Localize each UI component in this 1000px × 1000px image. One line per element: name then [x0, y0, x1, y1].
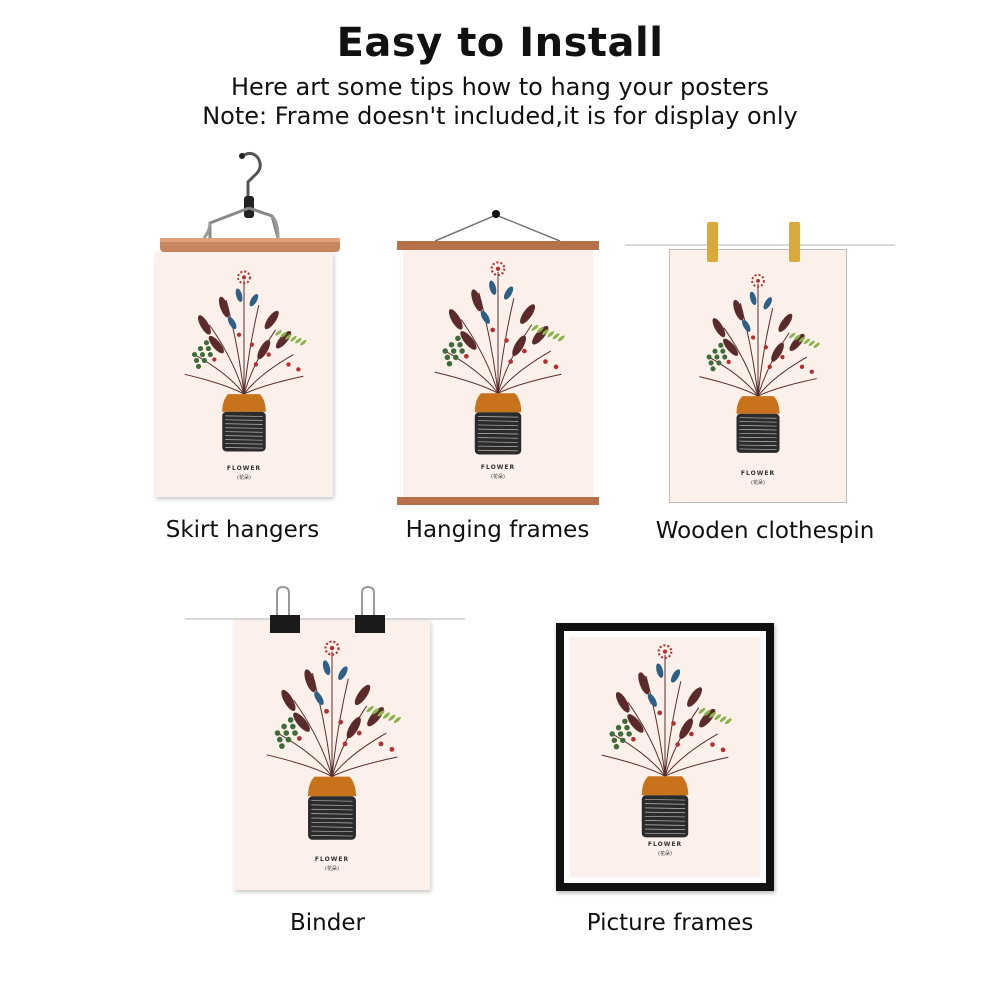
caption-picture-frames: Picture frames: [586, 910, 754, 936]
poster-subtitle: (花朵): [325, 866, 339, 872]
poster-subtitle: (花朵): [751, 480, 765, 486]
binder-clip-icon: [355, 585, 385, 633]
caption-hanging-frames: Hanging frames: [405, 517, 590, 543]
poster-title: FLOWER: [740, 470, 776, 477]
subtitle-tips: Here art some tips how to hang your post…: [231, 73, 769, 101]
poster-title: FLOWER: [647, 841, 683, 848]
flower-vase-icon: [699, 273, 820, 453]
poster-binder: FLOWER (花朵): [234, 620, 430, 890]
caption-binder: Binder: [290, 910, 365, 936]
string-line: [625, 244, 895, 246]
caption-wooden-clothespin: Wooden clothespin: [655, 518, 875, 544]
poster-skirt-hanger: FLOWER (花朵): [155, 252, 333, 497]
poster-clothespin: FLOWER (花朵): [670, 250, 846, 502]
wooden-bottom-bar: [397, 497, 599, 505]
page-title: Easy to Install: [336, 20, 664, 66]
wooden-top-bar: [397, 241, 599, 250]
skirt-hanger-icon: [160, 151, 340, 252]
clothespin-icon: [789, 222, 800, 262]
clothespin-icon: [707, 222, 718, 262]
poster-title: FLOWER: [480, 464, 516, 471]
poster-subtitle: (花朵): [237, 475, 251, 481]
caption-skirt-hangers: Skirt hangers: [165, 517, 320, 543]
binder-clip-icon: [270, 585, 300, 633]
poster-title: FLOWER: [226, 465, 262, 472]
flower-vase-icon: [184, 270, 307, 452]
poster-subtitle: (花朵): [491, 474, 505, 480]
string-line: [185, 618, 465, 620]
flower-vase-icon: [601, 644, 732, 838]
poster-title: FLOWER: [314, 856, 350, 863]
subtitle-note: Note: Frame doesn't included,it is for d…: [202, 102, 798, 130]
poster-picture-frame: FLOWER (花朵): [570, 637, 760, 877]
flower-vase-icon: [266, 640, 401, 840]
poster-subtitle: (花朵): [658, 851, 672, 857]
poster-hanging-frame: FLOWER (花朵): [403, 250, 593, 497]
hanging-string-icon: [434, 210, 561, 242]
flower-vase-icon: [434, 261, 565, 455]
